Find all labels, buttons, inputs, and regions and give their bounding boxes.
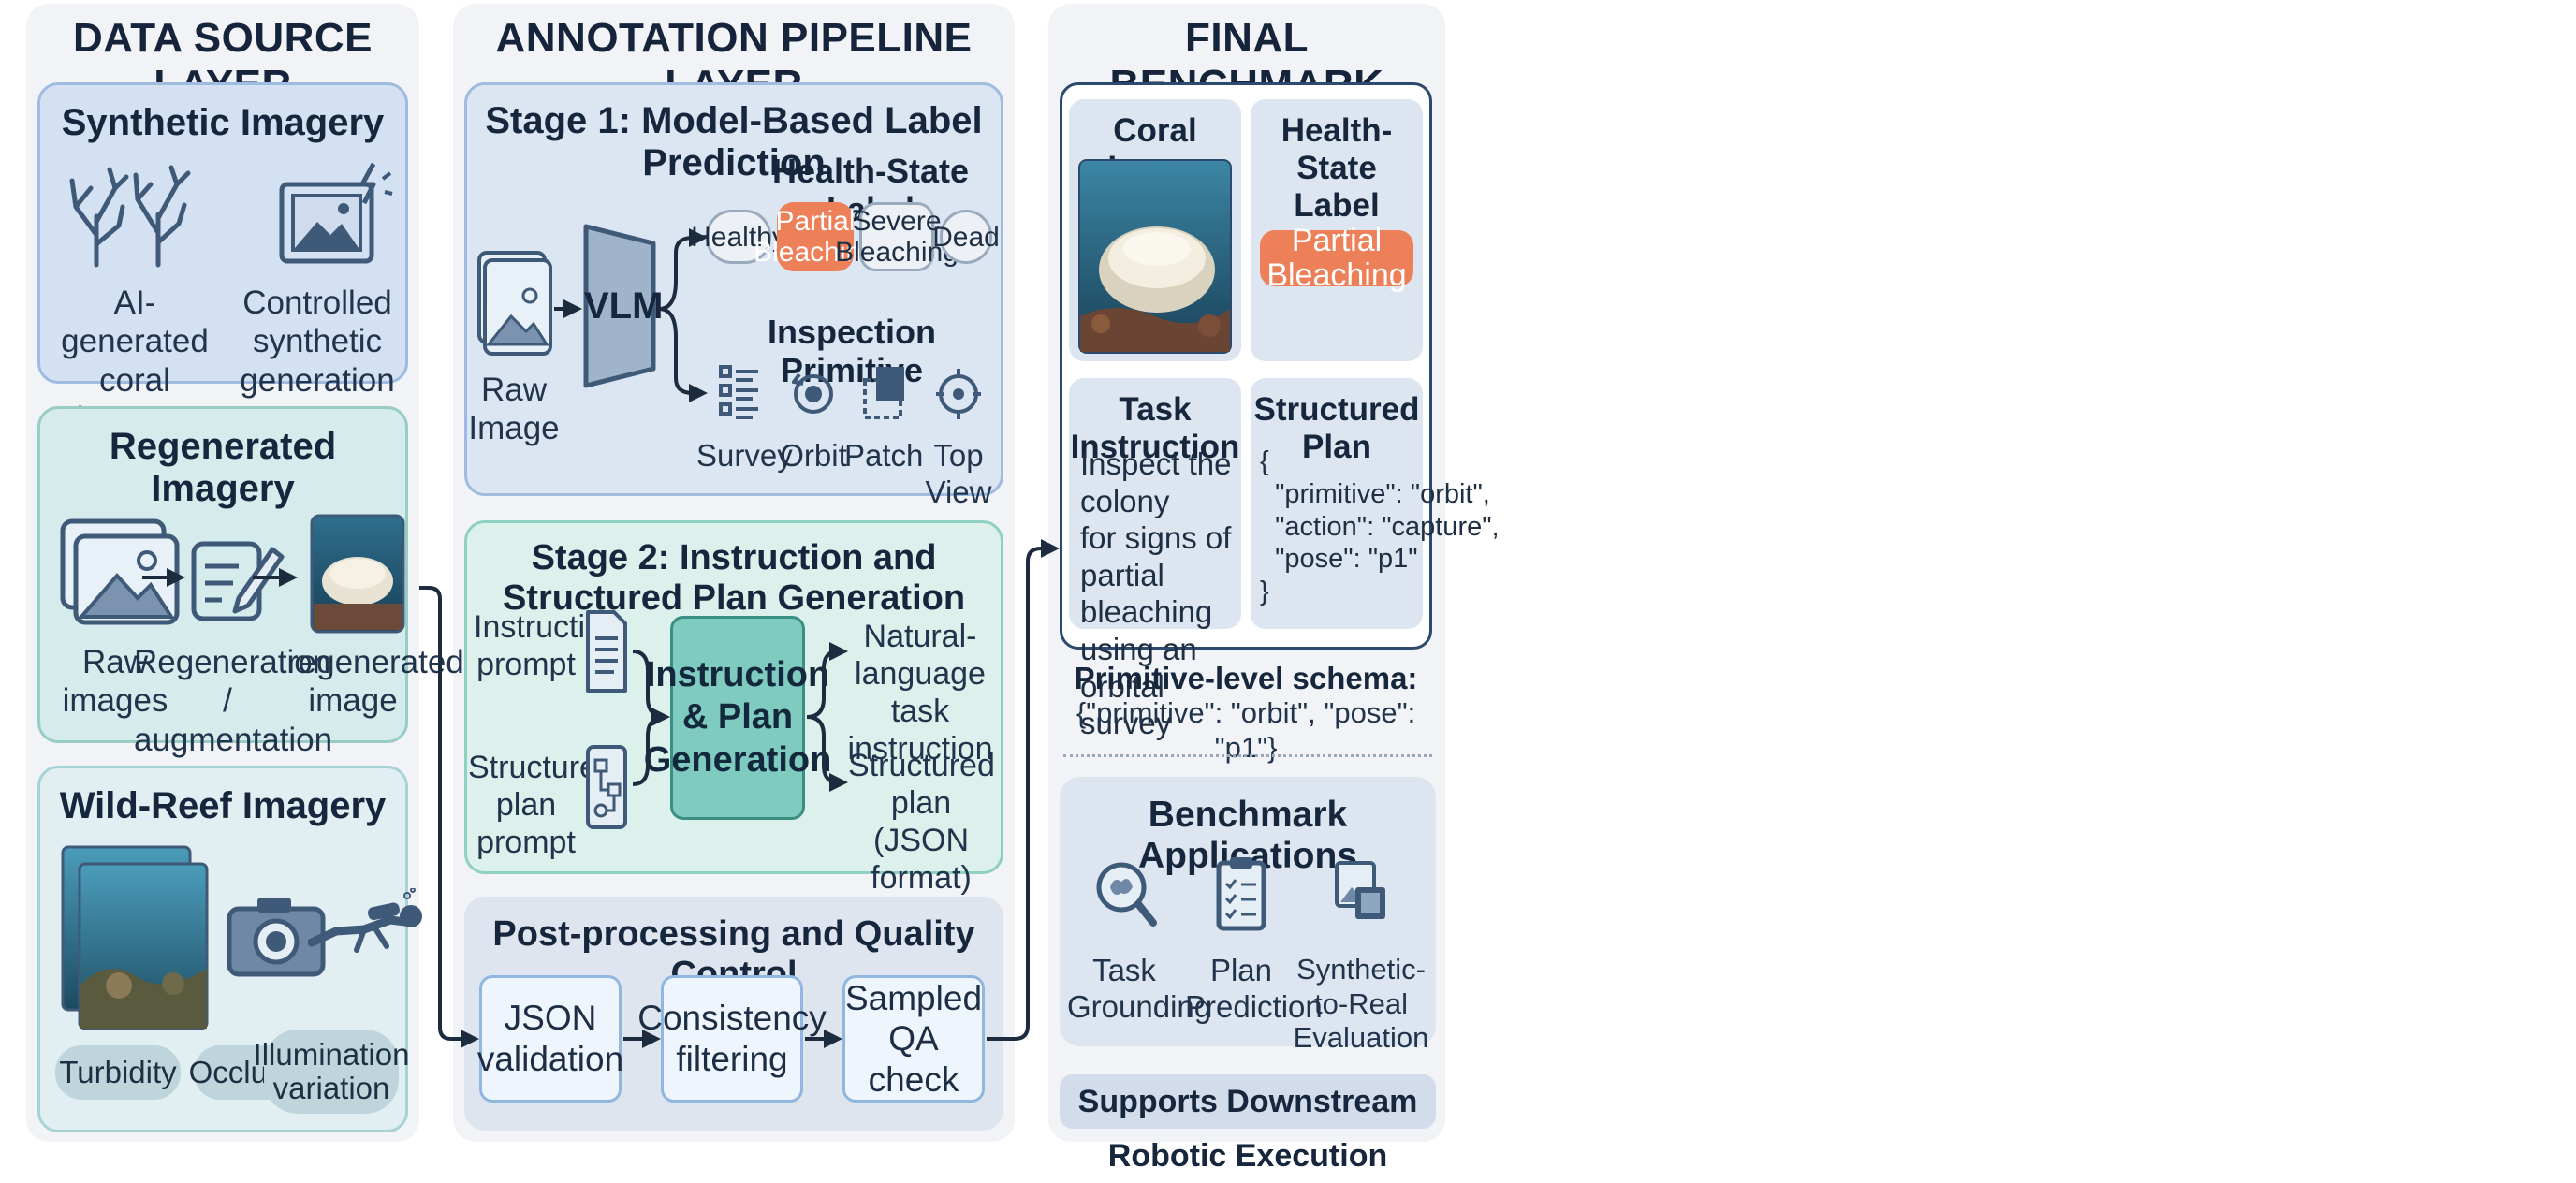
- raw-images-icon: [60, 518, 180, 625]
- json-validation-step: JSON validation: [477, 975, 623, 1103]
- health-chip-dead: Dead: [932, 210, 1000, 264]
- primitive-label: Top View: [925, 438, 992, 509]
- patch-icon: [863, 367, 904, 419]
- regen-item-label: Regeneration / augmentation: [134, 644, 333, 758]
- coral-icon: [69, 165, 191, 268]
- card-title: Health-State Label: [1281, 112, 1393, 224]
- card-title: Task Instruction: [1070, 391, 1240, 465]
- wild-chip-illumination: Illumination variation: [254, 1030, 409, 1114]
- document-icon: [586, 610, 627, 693]
- arrow: [987, 539, 1060, 1041]
- coral-photo-icon: [310, 514, 405, 634]
- panel-title: Stage 2: Instruction and Structured Plan…: [502, 538, 966, 618]
- card-title: Structured Plan: [1253, 391, 1420, 465]
- raw-image-label: Raw Image: [468, 372, 560, 447]
- plan-prediction-icon: [1216, 857, 1266, 931]
- regenerated-imagery-panel: Regenerated Imagery Raw images Regenerat…: [37, 406, 464, 758]
- synthetic-image-icon: [279, 162, 393, 264]
- vlm-label: VLM: [584, 285, 664, 327]
- flowchart-doc-icon: [586, 745, 627, 829]
- arrow: [632, 715, 667, 786]
- primitive-label: Survey: [696, 438, 793, 473]
- panel-title: Wild-Reef Imagery: [59, 785, 387, 826]
- primitive-title: Inspection Primitive: [767, 313, 937, 390]
- structured-plan-card: Structured Plan: [1251, 378, 1423, 629]
- coral-photo: [1078, 159, 1232, 354]
- application-label: Synthetic-to-Real Evaluation: [1293, 953, 1429, 1055]
- wild-reef-photos-icon: [61, 845, 209, 1030]
- task-grounding-icon: [1096, 862, 1157, 927]
- camera-icon: [227, 898, 326, 977]
- sampled-qa-step: Sampled QA check: [842, 975, 985, 1103]
- synthetic-to-real-icon: [1335, 861, 1385, 919]
- edit-icon: [191, 541, 285, 621]
- stage1-panel: Stage 1: Model-Based Label Prediction: [464, 82, 1003, 496]
- regen-item-label: Raw images: [62, 644, 168, 720]
- arrow: [658, 307, 708, 402]
- panel-title: Stage 1: Model-Based Label Prediction: [485, 100, 983, 183]
- arrow: [806, 642, 848, 719]
- orbit-icon: [792, 372, 833, 414]
- downstream-footer: Supports Downstream Robotic Execution: [1060, 1074, 1436, 1174]
- arrow: [632, 650, 670, 726]
- schema-title: Primitive-level schema:: [1074, 661, 1418, 695]
- instruction-plan-generator: Instruction & Plan Generation: [644, 616, 831, 820]
- connector-overlay: [142, 228, 1060, 1048]
- primitive-label: Patch: [844, 438, 924, 473]
- wild-chip: Turbidity: [55, 1045, 181, 1100]
- primitive-label: Orbit: [780, 438, 847, 473]
- stage2-output-label: Structured plan (JSON format): [848, 748, 995, 897]
- panel-title: Synthetic Imagery: [61, 102, 385, 143]
- wild-reef-imagery-panel: Wild-Reef Imagery Turbidity Occlusion Il…: [37, 766, 422, 1132]
- health-chip-healthy: Healthy: [691, 210, 786, 264]
- raw-image-icon: [477, 251, 552, 356]
- diver-icon: [308, 888, 422, 953]
- task-instruction-card: Task Instruction: [1069, 378, 1241, 629]
- survey-icon: [719, 365, 758, 419]
- panel-title: Regenerated Imagery: [109, 426, 337, 509]
- arrow: [658, 228, 708, 311]
- vlm-block: [582, 223, 657, 389]
- arrow: [419, 586, 479, 1048]
- top-view-icon: [936, 369, 981, 419]
- schema-text: {"primitive": "orbit", "pose": "p1"}: [1076, 696, 1416, 764]
- stage2-output-label: Natural-language task instruction: [847, 619, 993, 767]
- divider: [1063, 754, 1432, 757]
- consistency-filtering-step: Consistency filtering: [637, 975, 827, 1103]
- arrow: [806, 715, 848, 792]
- task-instruction-text: Inspect the colony for signs of partial …: [1080, 446, 1232, 741]
- synthetic-item-label: Controlled synthetic generation: [240, 285, 395, 399]
